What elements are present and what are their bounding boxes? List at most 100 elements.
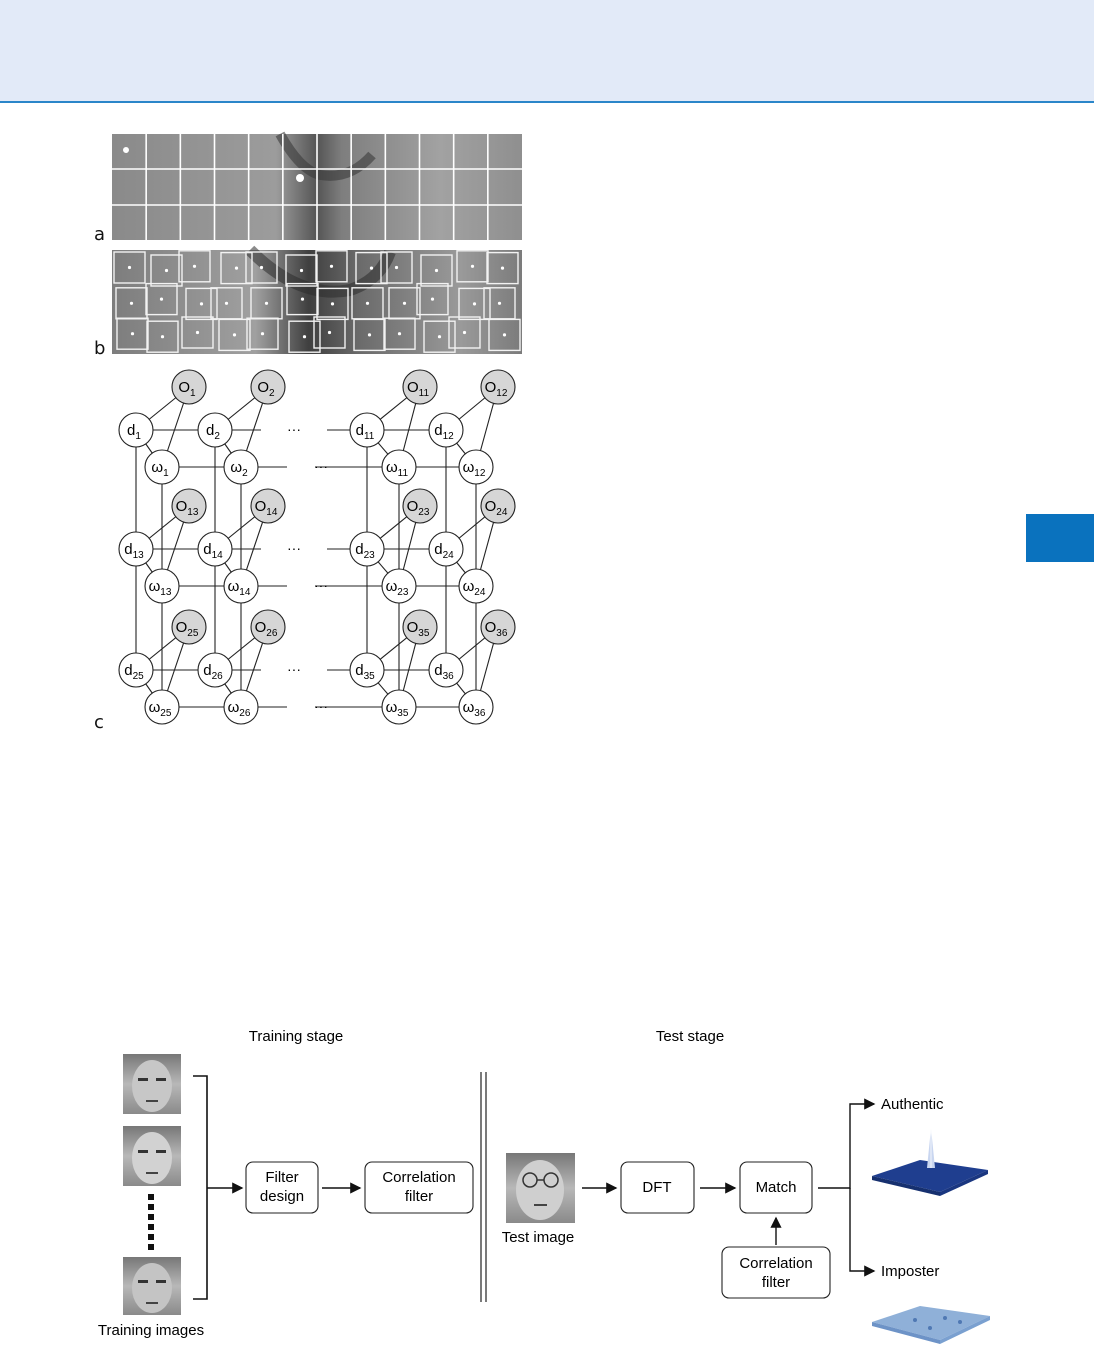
network-node-o-13: O13 — [171, 488, 207, 524]
test-image-label: Test image — [502, 1229, 575, 1246]
svg-text:O26: O26 — [255, 619, 278, 639]
network-node-o-25: O25 — [171, 609, 207, 645]
svg-text:O23: O23 — [407, 498, 430, 518]
svg-text:d2: d2 — [206, 422, 220, 442]
page-header-band — [0, 0, 1094, 103]
imposter-label: Imposter — [881, 1263, 939, 1280]
network-node-d-26: d26 — [197, 652, 233, 688]
chapter-tab — [1026, 514, 1094, 562]
network-node-w-11: ω11 — [381, 449, 417, 485]
test-face-image — [506, 1153, 575, 1223]
svg-text:ω13: ω13 — [149, 578, 172, 598]
network-node-d-24: d24 — [428, 531, 464, 567]
svg-text:d24: d24 — [434, 541, 454, 561]
network-node-w-2: ω2 — [223, 449, 259, 485]
svg-text:ω26: ω26 — [228, 699, 251, 719]
network-node-d-12: d12 — [428, 412, 464, 448]
training-face-2 — [123, 1126, 181, 1186]
eye-strip-grid — [112, 131, 522, 240]
network-node-d-25: d25 — [118, 652, 154, 688]
svg-text:ω1: ω1 — [151, 459, 169, 479]
network-node-d-1: d1 — [118, 412, 154, 448]
authentic-correlation-peak-plot — [872, 1128, 988, 1196]
match-box — [739, 1161, 813, 1214]
filter-design-label-line2: design — [260, 1188, 304, 1205]
authentic-label: Authentic — [881, 1096, 944, 1113]
network-ellipsis: ··· — [314, 577, 328, 593]
svg-text:O11: O11 — [407, 379, 429, 399]
network-node-d-36: d36 — [428, 652, 464, 688]
svg-text:O14: O14 — [255, 498, 278, 518]
dft-box — [620, 1161, 695, 1214]
svg-text:ω35: ω35 — [386, 699, 409, 719]
network-node-w-26: ω26 — [223, 689, 259, 725]
network-node-w-1: ω1 — [144, 449, 180, 485]
imposter-correlation-plot — [872, 1306, 990, 1344]
network-node-w-23: ω23 — [381, 568, 417, 604]
network-node-d-13: d13 — [118, 531, 154, 567]
network-node-o-14: O14 — [250, 488, 286, 524]
test-stage-label: Test stage — [656, 1028, 724, 1045]
panel-label-c: c — [94, 712, 104, 733]
network-node-d-11: d11 — [349, 412, 385, 448]
svg-text:d14: d14 — [203, 541, 223, 561]
test-correlation-filter-label-line1: Correlation — [739, 1255, 812, 1272]
match-label: Match — [756, 1179, 797, 1196]
filter-design-box — [245, 1161, 319, 1214]
network-ellipsis: ··· — [314, 698, 328, 714]
network-node-d-23: d23 — [349, 531, 385, 567]
training-face-1 — [123, 1054, 181, 1114]
network-ellipsis: ··· — [287, 421, 301, 437]
panel-label-a: a — [94, 224, 106, 245]
svg-text:O13: O13 — [176, 498, 199, 518]
svg-text:d23: d23 — [355, 541, 375, 561]
network-ellipsis: ··· — [287, 540, 301, 556]
dft-label: DFT — [642, 1179, 671, 1196]
test-correlation-filter-label-line2: filter — [762, 1274, 790, 1291]
network-node-o-35: O35 — [402, 609, 438, 645]
correlation-filter-label-line2: filter — [405, 1188, 433, 1205]
svg-text:d35: d35 — [355, 662, 375, 682]
svg-text:O25: O25 — [176, 619, 199, 639]
svg-text:d11: d11 — [356, 422, 375, 442]
svg-text:O35: O35 — [407, 619, 430, 639]
training-bracket — [193, 1075, 208, 1300]
svg-text:d1: d1 — [127, 422, 141, 442]
svg-text:O1: O1 — [178, 379, 196, 399]
network-node-w-24: ω24 — [458, 568, 494, 604]
network-node-w-36: ω36 — [458, 689, 494, 725]
network-node-o-23: O23 — [402, 488, 438, 524]
svg-text:d25: d25 — [124, 662, 144, 682]
training-stage-label: Training stage — [249, 1028, 344, 1045]
svg-text:O12: O12 — [485, 379, 508, 399]
svg-text:O2: O2 — [257, 379, 275, 399]
svg-text:d26: d26 — [203, 662, 223, 682]
network-node-o-11: O11 — [402, 369, 438, 405]
correlation-filter-box — [364, 1161, 474, 1214]
svg-text:ω11: ω11 — [386, 459, 409, 479]
network-node-o-36: O36 — [480, 609, 516, 645]
svg-text:d13: d13 — [124, 541, 144, 561]
network-node-w-14: ω14 — [223, 568, 259, 604]
network-node-o-1: O1 — [171, 369, 207, 405]
svg-text:O36: O36 — [485, 619, 508, 639]
network-node-o-24: O24 — [480, 488, 516, 524]
network-node-o-26: O26 — [250, 609, 286, 645]
panel-label-b: b — [94, 338, 106, 359]
svg-text:d12: d12 — [434, 422, 454, 442]
network-node-o-2: O2 — [250, 369, 286, 405]
training-face-3 — [123, 1257, 181, 1315]
svg-text:ω25: ω25 — [149, 699, 172, 719]
svg-text:ω24: ω24 — [463, 578, 486, 598]
svg-text:ω23: ω23 — [386, 578, 409, 598]
training-ellipsis-dots — [148, 1194, 154, 1250]
network-node-d-2: d2 — [197, 412, 233, 448]
network-node-w-35: ω35 — [381, 689, 417, 725]
svg-text:ω12: ω12 — [463, 459, 486, 479]
test-correlation-filter-box — [721, 1246, 831, 1299]
svg-text:ω36: ω36 — [463, 699, 486, 719]
svg-text:ω14: ω14 — [228, 578, 251, 598]
eye-strip-blocks — [112, 245, 522, 354]
svg-text:O24: O24 — [485, 498, 508, 518]
